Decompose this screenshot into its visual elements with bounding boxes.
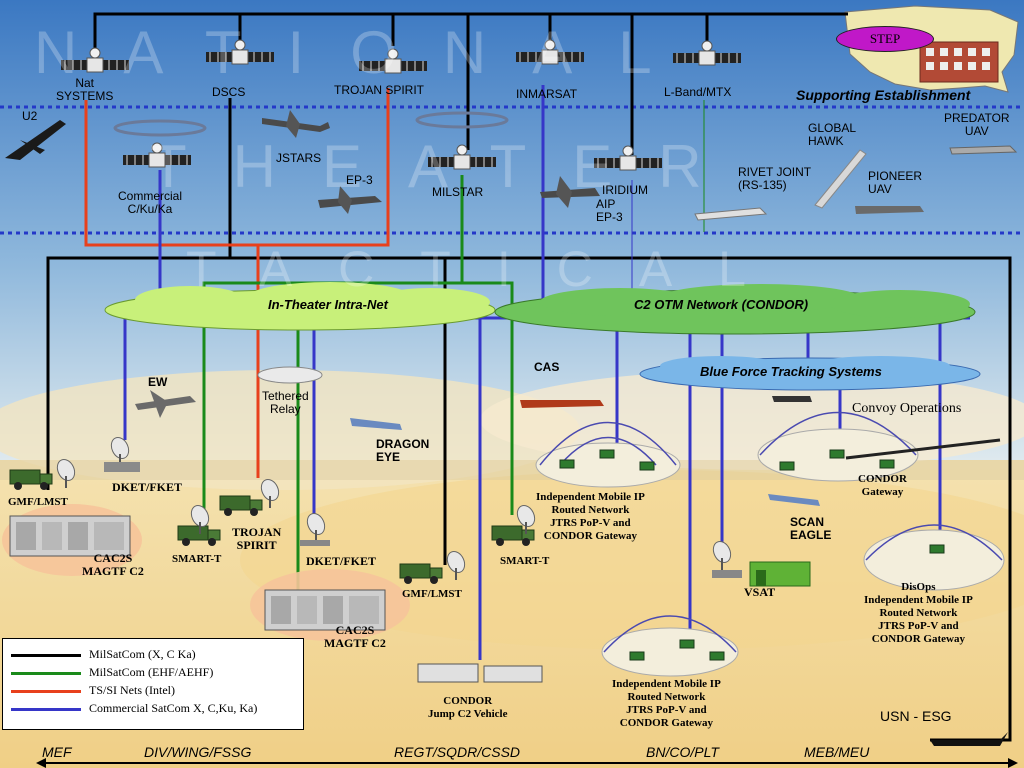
legend-text-ehf: MilSatCom (EHF/AEHF) <box>89 665 214 679</box>
predator-uav-aircraft <box>949 145 1018 155</box>
legend-line-milsatcom <box>11 654 81 657</box>
legend-text-commercial: Commercial SatCom X, C,Ku, Ka) <box>89 701 258 715</box>
global-hawk-aircraft <box>814 149 867 209</box>
cloud-bft-shape <box>639 356 981 391</box>
cac2s-label-1: CAC2S MAGTF C2 <box>82 551 144 578</box>
vsat-label: VSAT <box>744 585 776 599</box>
legend-line-commercial <box>11 708 81 711</box>
c2otm-label[interactable]: C2 OTM Network (CONDOR) <box>634 297 809 312</box>
milstar-label: MILSTAR <box>432 185 484 199</box>
tethered-relay-shape <box>257 366 323 384</box>
echelon-mef: MEF <box>42 744 72 760</box>
scan-eagle-label: SCAN EAGLE <box>790 515 832 542</box>
echelon-bn: BN/CO/PLT <box>646 744 719 760</box>
legend: MilSatCom (X, C Ka) MilSatCom (EHF/AEHF)… <box>2 638 304 730</box>
pioneer-label: PIONEER UAV <box>868 169 923 196</box>
cas-aircraft <box>520 400 604 408</box>
legend-row-milsatcom: MilSatCom (X, C Ka) <box>11 647 301 663</box>
inmarsat-label: INMARSAT <box>516 87 578 101</box>
echelon-regt: REGT/SQDR/CSSD <box>394 744 521 760</box>
cloud-intranet-shape <box>104 282 496 331</box>
cas-label: CAS <box>534 360 560 374</box>
dket-fket-label-1: DKET/FKET <box>112 480 183 494</box>
legend-row-commercial: Commercial SatCom X, C,Ku, Ka) <box>11 701 301 717</box>
dket-fket-label-2: DKET/FKET <box>306 554 377 568</box>
tethered-label: Tethered Relay <box>262 389 309 416</box>
ep3-label: EP-3 <box>346 173 373 187</box>
iridium-label: IRIDIUM <box>602 183 648 197</box>
aip-ep3-label: AIP EP-3 <box>596 197 623 224</box>
jstars-label: JSTARS <box>276 151 322 165</box>
smart-t-label-2: SMART-T <box>500 555 550 567</box>
echelon-meb: MEB/MEU <box>804 744 870 760</box>
rivet-joint-aircraft <box>694 207 768 221</box>
disops-label: DisOps Independent Mobile IP Routed Netw… <box>864 581 973 645</box>
global-hawk-label: GLOBAL HAWK <box>808 121 857 148</box>
dragon-eye-aircraft <box>350 418 402 430</box>
gmf-lmst-label-1: GMF/LMST <box>8 496 68 508</box>
supporting-establishment-label: Supporting Establishment <box>796 87 971 103</box>
nat-systems-label: Nat SYSTEMS <box>56 76 114 103</box>
dscs-label: DSCS <box>212 85 246 99</box>
commercial-label: Commercial C/Ku/Ka <box>118 189 183 216</box>
cloud-c2otm-shape <box>494 284 976 335</box>
gmf-lmst-label-2: GMF/LMST <box>402 588 462 600</box>
usn-esg-label: USN - ESG <box>880 708 952 724</box>
ew-label: EW <box>148 375 168 389</box>
watermark-theater: THEATER <box>150 133 748 200</box>
convoy-ops-label: Convoy Operations <box>852 401 962 416</box>
legend-row-intel: TS/SI Nets (Intel) <box>11 683 301 699</box>
legend-text-intel: TS/SI Nets (Intel) <box>89 683 175 697</box>
legend-line-intel <box>11 690 81 693</box>
u2-label: U2 <box>22 109 38 123</box>
scan-eagle-aircraft <box>768 494 820 506</box>
imip-label-2: Independent Mobile IP Routed Network JTR… <box>612 678 721 729</box>
condor-gateway-label: CONDOR Gateway <box>858 473 907 498</box>
helicopter <box>772 396 812 402</box>
watermark-tactical: TACTICAL <box>186 241 792 297</box>
imip-label-1: Independent Mobile IP Routed Network JTR… <box>536 491 645 542</box>
cac2s-label-2: CAC2S MAGTF C2 <box>324 623 386 650</box>
step-badge: STEP <box>836 26 934 52</box>
legend-row-ehf: MilSatCom (EHF/AEHF) <box>11 665 301 681</box>
pioneer-uav-aircraft <box>855 206 924 214</box>
legend-line-ehf <box>11 672 81 675</box>
lband-label: L-Band/MTX <box>664 85 732 99</box>
intranet-label[interactable]: In-Theater Intra-Net <box>268 297 388 312</box>
echelon-div: DIV/WING/FSSG <box>144 744 252 760</box>
legend-text-milsatcom: MilSatCom (X, C Ka) <box>89 647 196 661</box>
watermark-national: NATIONAL <box>34 19 698 86</box>
smart-t-label-1: SMART-T <box>172 553 222 565</box>
rivet-joint-label: RIVET JOINT (RS-135) <box>738 165 812 192</box>
trojan-spirit-label: TROJAN SPIRIT <box>334 83 425 97</box>
dragon-eye-label: DRAGON EYE <box>376 437 430 464</box>
predator-label: PREDATOR UAV <box>944 111 1010 138</box>
bft-label[interactable]: Blue Force Tracking Systems <box>700 364 882 379</box>
u2-aircraft <box>5 120 66 160</box>
condor-jump-label: CONDOR Jump C2 Vehicle <box>428 695 508 720</box>
trojan-spirit-ground-label: TROJAN SPIRIT <box>232 525 282 552</box>
